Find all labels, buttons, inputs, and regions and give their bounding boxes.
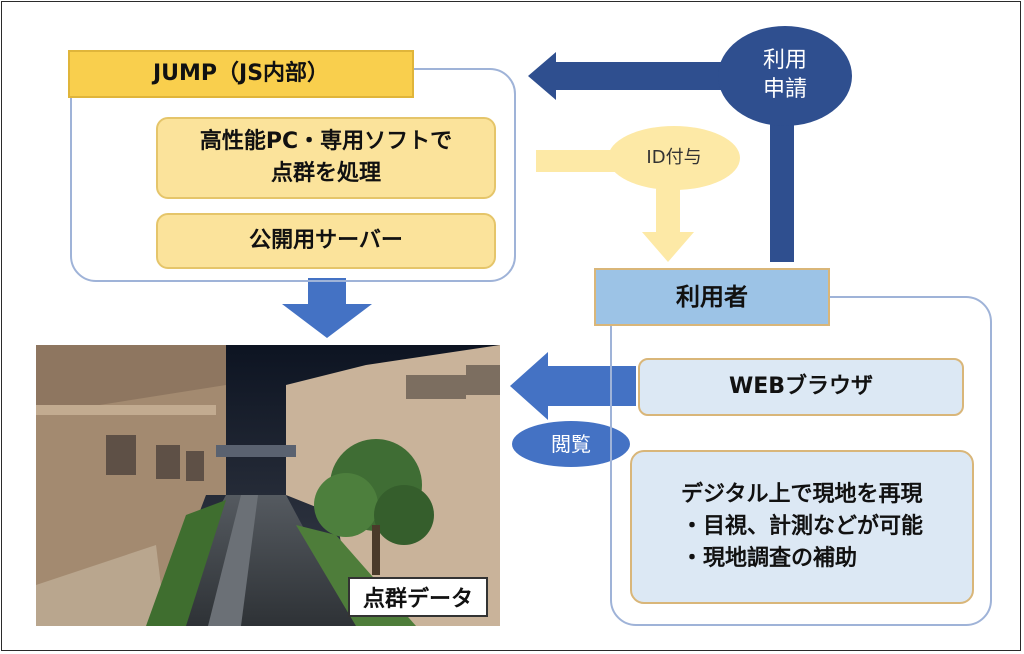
- jump-title: JUMP（JS内部）: [68, 50, 414, 98]
- apply-arrow-vertical: [770, 88, 794, 262]
- point-cloud-label: 点群データ: [348, 577, 488, 617]
- features-box: デジタル上で現地を再現 ・目視、計測などが可能 ・現地調査の補助: [630, 450, 974, 604]
- id-grant-label: ID付与: [608, 126, 740, 190]
- view-arrow: [510, 352, 636, 420]
- user-title: 利用者: [594, 268, 830, 326]
- id-grant-arrow: [536, 150, 694, 262]
- browser-box: WEBブラウザ: [638, 358, 964, 416]
- server-box: 公開用サーバー: [156, 213, 496, 269]
- download-arrow: [282, 278, 372, 338]
- apply-label: 利用 申請: [718, 26, 852, 126]
- processing-box: 高性能PC・専用ソフトで 点群を処理: [156, 117, 496, 199]
